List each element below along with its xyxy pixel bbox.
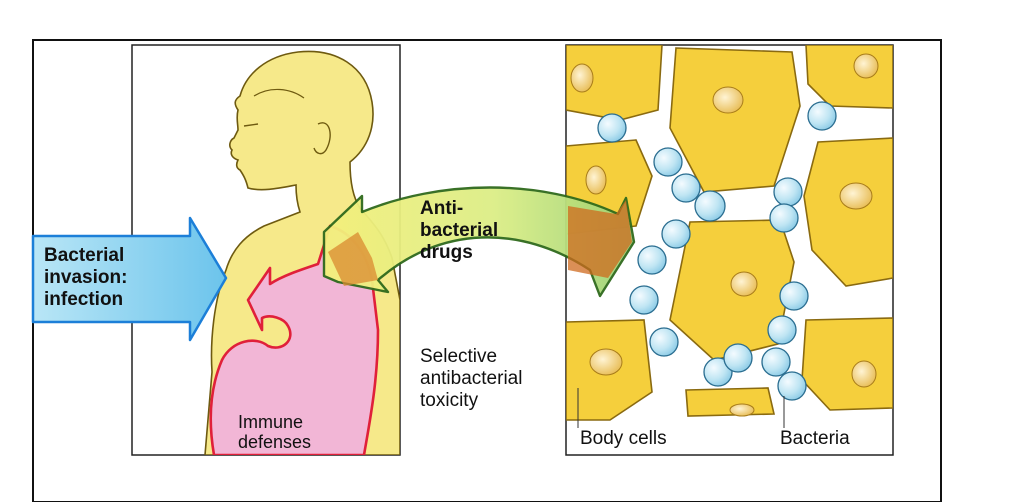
label-line: bacterial (420, 220, 499, 241)
body-cell (801, 317, 893, 411)
bacterium (769, 203, 799, 233)
body-cell (803, 137, 893, 287)
bacterial-invasion-label: Bacterial invasion: infection (44, 245, 127, 311)
label-line: Immune (238, 412, 304, 432)
immune-defenses-label: Immune defenses (238, 412, 311, 452)
cell-nucleus (729, 403, 755, 417)
antibacterial-drugs-label: Anti- bacterial drugs (420, 198, 498, 264)
bacterium (671, 173, 701, 203)
drug-body-overlap (328, 232, 378, 286)
label-line: antibacterial (420, 368, 523, 389)
cell-nucleus (585, 165, 607, 195)
body-cell (669, 47, 801, 193)
label-line: Anti- (420, 198, 464, 219)
bacterium (723, 343, 753, 373)
bacterium (694, 190, 726, 222)
bacterium (637, 245, 667, 275)
cell-nucleus (589, 348, 623, 376)
bacterium (779, 281, 809, 311)
bacterium (777, 371, 807, 401)
bacterium (703, 357, 733, 387)
hairline (253, 88, 305, 99)
label-line: infection (44, 289, 124, 310)
cell-nucleus (851, 360, 877, 388)
body-cell (566, 45, 663, 121)
body-cells-panel (565, 44, 894, 456)
label-line: Selective (420, 346, 498, 367)
bacterium (649, 327, 679, 357)
cell-nucleus (730, 271, 758, 297)
cell-nucleus (712, 86, 744, 114)
bacterial-invasion-arrow (31, 216, 228, 342)
bacterium (767, 315, 797, 345)
drug-cell-overlap (568, 200, 632, 278)
ear (313, 122, 331, 155)
bacterium (661, 219, 691, 249)
bacterium (653, 147, 683, 177)
label-line: drugs (420, 242, 473, 263)
bacteria-label: Bacteria (778, 428, 852, 450)
cell-nucleus (839, 182, 873, 210)
eye (243, 123, 259, 127)
label-line: toxicity (420, 390, 479, 411)
bacterium (807, 101, 837, 131)
label-line: Bacterial (44, 245, 125, 266)
bacteria-group (597, 101, 837, 401)
label-line: invasion: (44, 267, 128, 288)
body-cells-label: Body cells (578, 428, 669, 450)
antibacterial-drugs-arrow (322, 186, 636, 298)
selective-toxicity-label: Selective antibacterial toxicity (420, 346, 522, 412)
cell-nucleus (570, 63, 594, 93)
bacterium (773, 177, 803, 207)
bacterium (597, 113, 627, 143)
cell-nucleus (853, 53, 879, 79)
bacterium (761, 347, 791, 377)
immune-defense-region (209, 224, 380, 455)
label-line: defenses (238, 432, 312, 452)
bacterium (629, 285, 659, 315)
